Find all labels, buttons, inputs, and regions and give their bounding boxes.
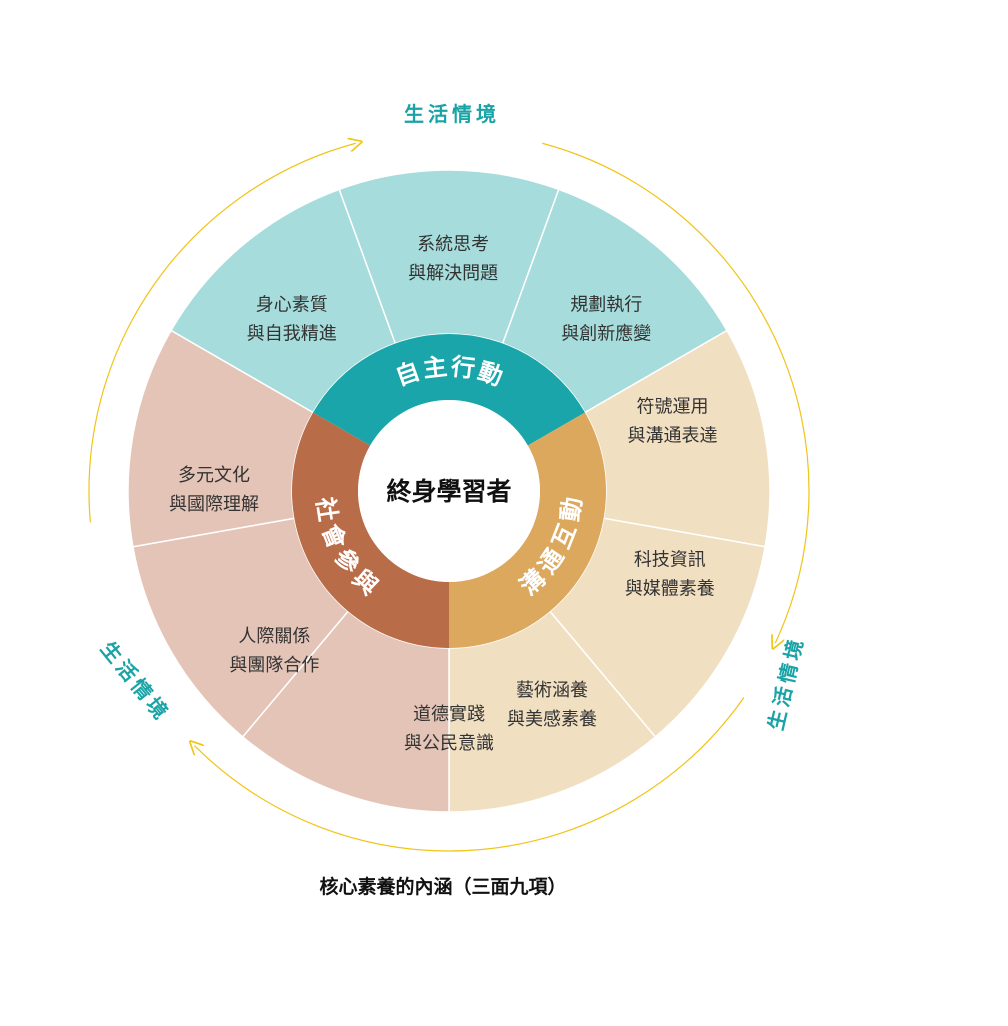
segment-label: 科技資訊與媒體素養: [625, 549, 715, 599]
segment-label: 藝術涵養與美感素養: [507, 680, 597, 730]
dimension-ring-segment: [292, 412, 449, 648]
context-label-right: 生活情境: [764, 634, 809, 733]
segment-label: 人際關係與團隊合作: [229, 626, 319, 676]
dimension-ring-segment: [313, 333, 585, 446]
context-arrow: [194, 697, 745, 852]
context-label-top: 生活情境: [404, 102, 500, 126]
dimension-label-char: 動: [556, 495, 587, 523]
dimension-label-char: 主: [421, 353, 448, 384]
segment-label: 符號運用與溝通表達: [627, 396, 717, 446]
segment-label: 規劃執行與創新應變: [561, 294, 651, 344]
dimension-ring: 自主行動溝通互動社會參與: [292, 333, 606, 648]
outer-segments: 身心素質與自我精進 系統思考與解決問題規劃執行與創新應變符號運用與溝通表達科技資訊…: [127, 169, 771, 813]
center-label: 終身學習者: [386, 477, 511, 506]
segment-label: 系統思考與解決問題: [408, 234, 498, 284]
segment-label: 多元文化與國際理解: [169, 465, 259, 515]
segment-label: 身心素質與自我精進: [247, 294, 337, 344]
dimension-ring-segment: [449, 412, 606, 648]
center-circle: [358, 400, 540, 582]
context-arrow: [88, 143, 356, 523]
dimension-label-char: 社: [311, 495, 342, 523]
dimension-label-char: 行: [449, 352, 477, 383]
diagram-caption: 核心素養的內涵（三面九項）: [319, 876, 567, 898]
context-arrow: [542, 142, 810, 643]
context-arrows: [88, 142, 810, 852]
segment-label: 道德實踐與公民意識: [404, 704, 494, 754]
context-label-left: 生活情境: [96, 637, 175, 727]
